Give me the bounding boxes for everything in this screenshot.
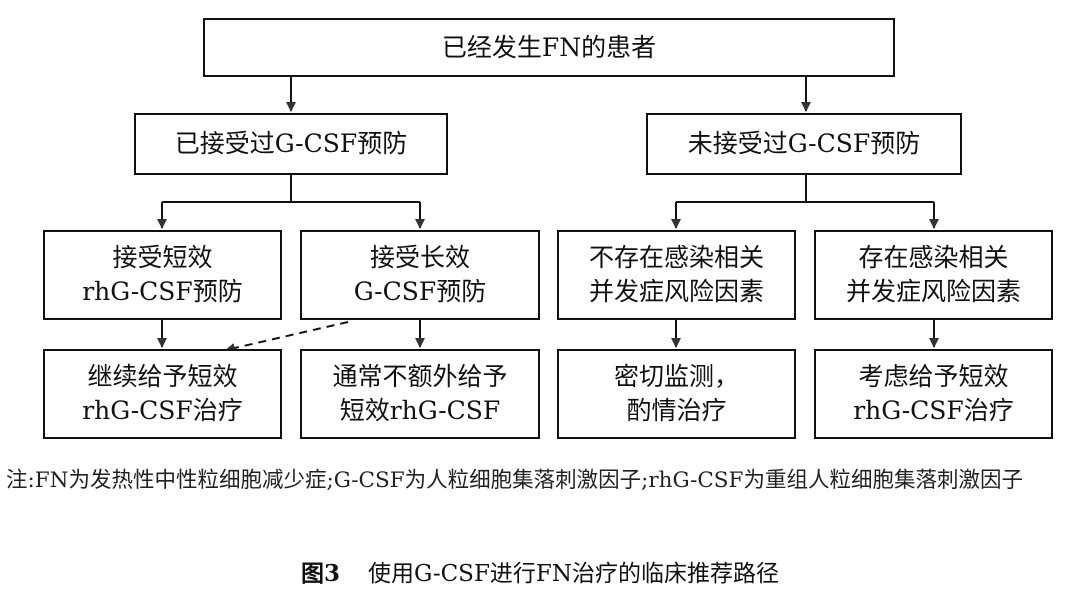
node-label-line1: 考虑给予短效 bbox=[858, 362, 1009, 391]
node-label-line2: 并发症风险因素 bbox=[845, 277, 1021, 306]
node-received-gcsf: 已接受过G-CSF预防 bbox=[134, 113, 448, 175]
node-no-risk-factors: 不存在感染相关 并发症风险因素 bbox=[557, 230, 796, 320]
figure-title: 使用G-CSF进行FN治疗的临床推荐路径 bbox=[368, 561, 779, 587]
node-risk-factors: 存在感染相关 并发症风险因素 bbox=[814, 230, 1053, 320]
node-continue-short-acting: 继续给予短效 rhG-CSF治疗 bbox=[43, 349, 282, 439]
node-received-gcsf-label: 已接受过G-CSF预防 bbox=[174, 129, 408, 158]
node-label-line1: 不存在感染相关 bbox=[588, 243, 764, 272]
node-label-line2: rhG-CSF治疗 bbox=[853, 396, 1014, 425]
node-monitor-closely: 密切监测， 酌情治疗 bbox=[557, 349, 796, 439]
node-not-received-gcsf: 未接受过G-CSF预防 bbox=[646, 113, 962, 175]
connector-lines bbox=[157, 77, 939, 353]
node-label-line1: 通常不额外给予 bbox=[332, 362, 508, 391]
node-root: 已经发生FN的患者 bbox=[203, 18, 895, 77]
node-long-acting-prevention: 接受长效 G-CSF预防 bbox=[300, 230, 540, 320]
dashed-arrow-long-to-short bbox=[225, 321, 349, 353]
node-label-line1: 继续给予短效 bbox=[87, 362, 238, 391]
node-label-line2: 酌情治疗 bbox=[626, 396, 727, 425]
node-label-line1: 存在感染相关 bbox=[858, 243, 1009, 272]
node-not-received-gcsf-label: 未接受过G-CSF预防 bbox=[687, 129, 921, 158]
node-label-line2: 并发症风险因素 bbox=[588, 277, 764, 306]
node-short-acting-prevention: 接受短效 rhG-CSF预防 bbox=[43, 230, 282, 320]
figure-caption: 图3 使用G-CSF进行FN治疗的临床推荐路径 bbox=[0, 554, 1080, 588]
node-label-line2: G-CSF预防 bbox=[353, 277, 487, 306]
node-root-label: 已经发生FN的患者 bbox=[441, 32, 657, 62]
figure-label: 图3 bbox=[301, 560, 341, 587]
node-consider-short-acting: 考虑给予短效 rhG-CSF治疗 bbox=[814, 349, 1053, 439]
figure-note: 注:FN为发热性中性粒细胞减少症;G-CSF为人粒细胞集落刺激因子;rhG-CS… bbox=[6, 468, 1023, 493]
node-label-line2: rhG-CSF治疗 bbox=[82, 396, 243, 425]
node-label-line1: 接受短效 bbox=[112, 243, 213, 272]
node-label-line1: 接受长效 bbox=[369, 243, 470, 272]
node-label-line2: rhG-CSF预防 bbox=[82, 277, 243, 306]
node-label-line1: 密切监测， bbox=[613, 362, 739, 391]
node-label-line2: 短效rhG-CSF bbox=[339, 396, 501, 425]
node-usually-no-extra: 通常不额外给予 短效rhG-CSF bbox=[300, 349, 540, 439]
